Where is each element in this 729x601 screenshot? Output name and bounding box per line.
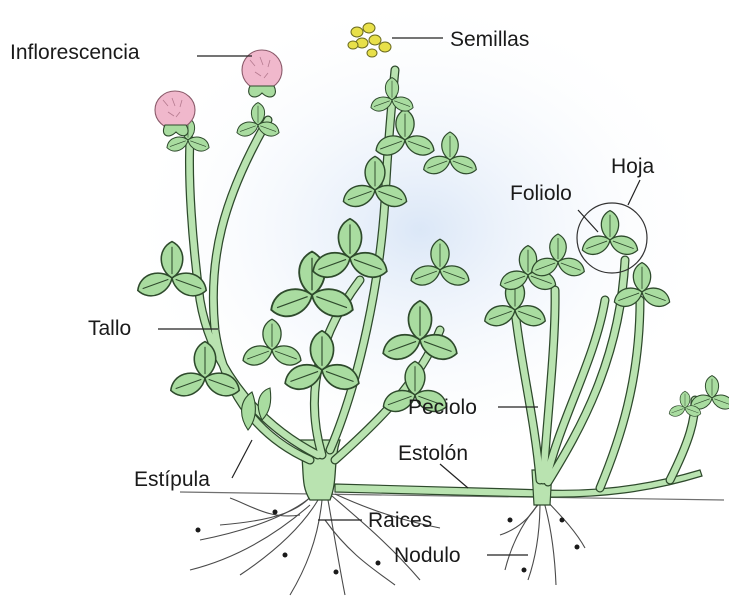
label-semillas: Semillas [450, 29, 529, 50]
label-nodulo: Nodulo [394, 545, 461, 566]
label-inflorescencia: Inflorescencia [10, 42, 140, 63]
label-estolon: Estolón [398, 443, 468, 464]
root-nodules [196, 510, 381, 575]
label-foliolo: Foliolo [510, 183, 572, 204]
stolon [335, 470, 702, 497]
label-peciolo: Peciolo [408, 397, 477, 418]
roots-stolon [500, 500, 585, 585]
label-tallo: Tallo [88, 318, 131, 339]
label-hoja: Hoja [611, 156, 654, 177]
label-estipula: Estípula [134, 469, 210, 490]
label-raices: Raices [368, 510, 432, 531]
